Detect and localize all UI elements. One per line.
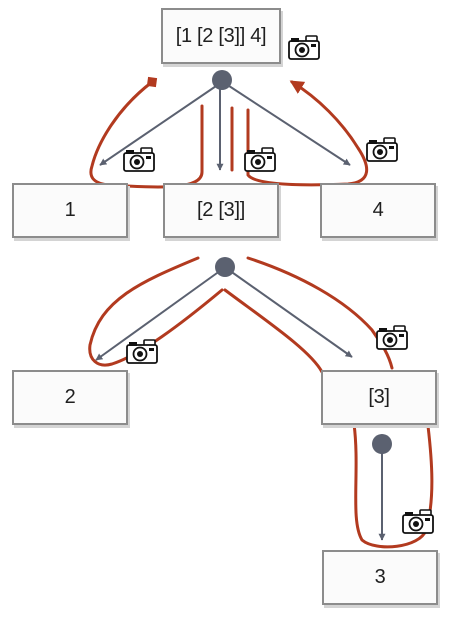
camera-icon	[123, 147, 155, 172]
edge-root-4	[222, 81, 351, 166]
edge-23-2	[95, 267, 225, 361]
edge-23-3wrap	[225, 267, 353, 358]
node-2: 2	[12, 370, 128, 425]
path-root-to-4	[246, 80, 368, 187]
path-inner-right	[223, 288, 324, 374]
traversal-path	[88, 76, 434, 549]
camera-icon	[366, 137, 398, 162]
path-23-to-3wrap	[246, 256, 394, 370]
tree-edges	[95, 81, 386, 541]
node-root: [1 [2 [3]] 4]	[161, 8, 281, 64]
path-3wrap-to-3	[352, 422, 434, 549]
node-4: 4	[320, 183, 436, 238]
node-2-3: [2 [3]]	[163, 183, 279, 238]
camera-icon	[376, 325, 408, 350]
node-1: 1	[12, 183, 128, 238]
camera-icon	[126, 339, 158, 364]
node-3: 3	[322, 550, 438, 605]
camera-icon	[244, 147, 276, 172]
branch-dot-23	[215, 257, 235, 277]
camera-icon	[288, 35, 320, 60]
branch-dot-3wrap	[372, 434, 392, 454]
edge-root-1	[99, 81, 223, 166]
node-3-wrap: [3]	[321, 370, 437, 425]
path-23-to-2	[88, 256, 224, 367]
camera-icon	[402, 509, 434, 534]
branch-dot-root	[212, 70, 232, 90]
